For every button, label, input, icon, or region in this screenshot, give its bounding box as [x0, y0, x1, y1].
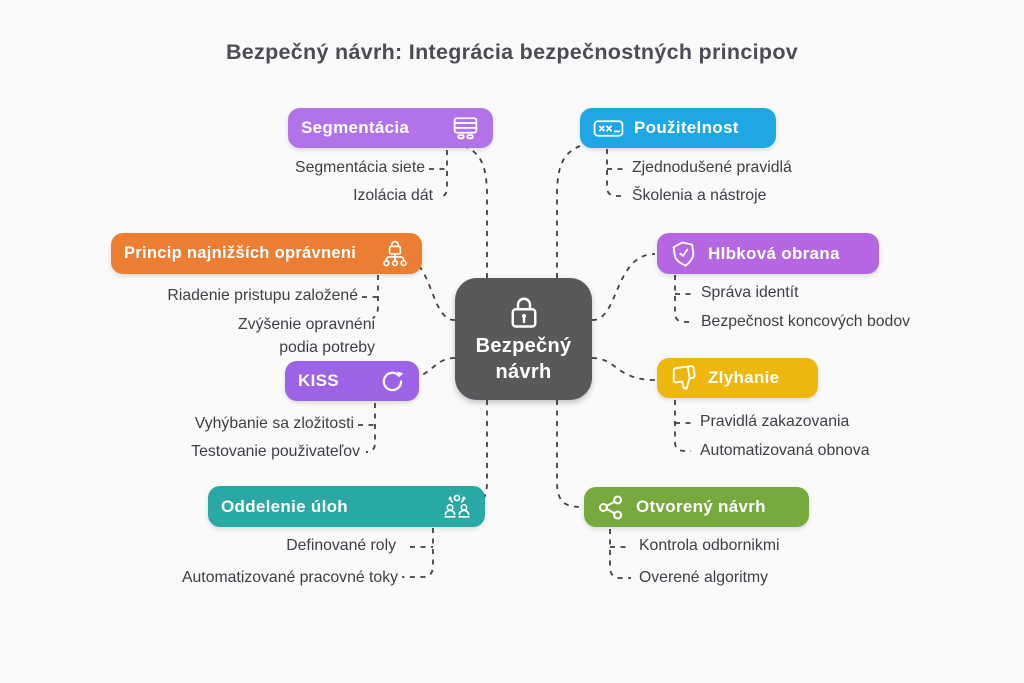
child-pravidla-zakazovania[interactable]: Pravidlá zakazovania	[700, 413, 850, 430]
connector-center-pouzitelnost	[556, 145, 581, 278]
branch-hlbkova-label: Hlbková obrana	[708, 243, 840, 263]
branch-otvoreny-navrh[interactable]: Otvorený návrh	[584, 487, 809, 527]
branch-pouzitelnost-label: Použitelnost	[634, 118, 739, 137]
connector-center-segmentacia	[463, 145, 488, 278]
connector-pouzitelnost-children	[606, 149, 623, 197]
lock-network-icon	[381, 240, 409, 268]
connector-center-hlbkova	[591, 253, 656, 321]
connector-center-otvoreny	[556, 400, 584, 508]
thumbs-down-icon	[670, 365, 698, 391]
connector-otvoreny-children	[609, 529, 631, 579]
child-vyhybanie-zlozitosti[interactable]: Vyhýbanie sa zložitosti	[194, 415, 354, 432]
connector-zlyhanie-children	[674, 400, 691, 452]
share-nodes-icon	[597, 494, 626, 521]
branch-zlyhanie-label: Zlyhanie	[708, 368, 780, 387]
child-automatizovane-toky[interactable]: Automatizované pracovné toky	[181, 569, 398, 586]
child-segmentacia-siete[interactable]: Segmentácia siete	[295, 159, 425, 176]
branch-zlyhanie[interactable]: Zlyhanie	[657, 358, 818, 398]
child-automatizovana-obnova[interactable]: Automatizovaná obnova	[700, 442, 870, 459]
child-izolacia-dat[interactable]: Izolácia dát	[353, 187, 433, 204]
child-definovane-roly[interactable]: Definované roly	[286, 537, 396, 554]
branch-princip-label: Princip najnižších oprávneni	[124, 244, 357, 262]
branch-oddelenie-uloh[interactable]: Oddelenie úloh	[208, 486, 485, 527]
connector-princip-children	[372, 275, 379, 319]
center-node-label: Bezpečný návrh	[475, 335, 572, 383]
connector-center-zlyhanie	[591, 357, 656, 381]
branch-segmentacia-label: Segmentácia	[301, 118, 410, 137]
branch-otvoreny-label: Otvorený návrh	[636, 497, 766, 516]
page-title: Bezpečný návrh: Integrácia bezpečnostnýc…	[225, 40, 799, 64]
people-roles-icon	[442, 493, 472, 521]
branch-kiss-label: KISS	[298, 371, 339, 390]
child-skolenia-nastroje[interactable]: Školenia a nástroje	[632, 187, 767, 204]
branch-princip-najnizsich-opravneni[interactable]: Princip najnižších oprávneni	[111, 233, 422, 274]
connector-center-princip	[396, 253, 456, 321]
branch-kiss[interactable]: KISS	[285, 361, 419, 401]
branch-oddelenie-label: Oddelenie úloh	[221, 496, 348, 516]
branch-hlbkova-obrana[interactable]: Hlbková obrana	[657, 233, 879, 274]
shield-check-icon	[670, 240, 698, 268]
branch-pouzitelnost[interactable]: Použitelnost	[580, 108, 776, 148]
child-overene-algoritmy[interactable]: Overené algoritmy	[639, 569, 769, 586]
child-sprava-identit[interactable]: Správa identít	[701, 284, 799, 301]
child-bezpecnost-bodov[interactable]: Bezpečnost koncových bodov	[701, 313, 911, 330]
connector-hlbkova-children	[674, 275, 691, 323]
connector-oddelenie-children	[402, 528, 434, 578]
refresh-icon	[380, 368, 406, 394]
child-zjednodusene-pravidla[interactable]: Zjednodušené pravidlá	[632, 159, 792, 176]
child-riadenie-pristupu[interactable]: Riadenie pristupu založené	[167, 287, 358, 304]
connector-segmentacia-children	[437, 150, 448, 198]
branch-segmentacia[interactable]: Segmentácia	[288, 108, 493, 148]
connector-kiss-children	[365, 403, 376, 453]
child-kontrola-odbornikmi[interactable]: Kontrola odbornikmi	[639, 537, 780, 554]
server-stack-icon	[451, 115, 480, 142]
child-zvysenie-opravneni[interactable]: Zvýšenie opravnéni podia potreby	[238, 316, 375, 356]
child-testovanie-pouzivatelov[interactable]: Testovanie použivateľov	[191, 443, 360, 460]
password-field-icon	[593, 118, 624, 139]
lock-icon	[506, 293, 542, 333]
center-node[interactable]: Bezpečný návrh	[455, 278, 592, 400]
